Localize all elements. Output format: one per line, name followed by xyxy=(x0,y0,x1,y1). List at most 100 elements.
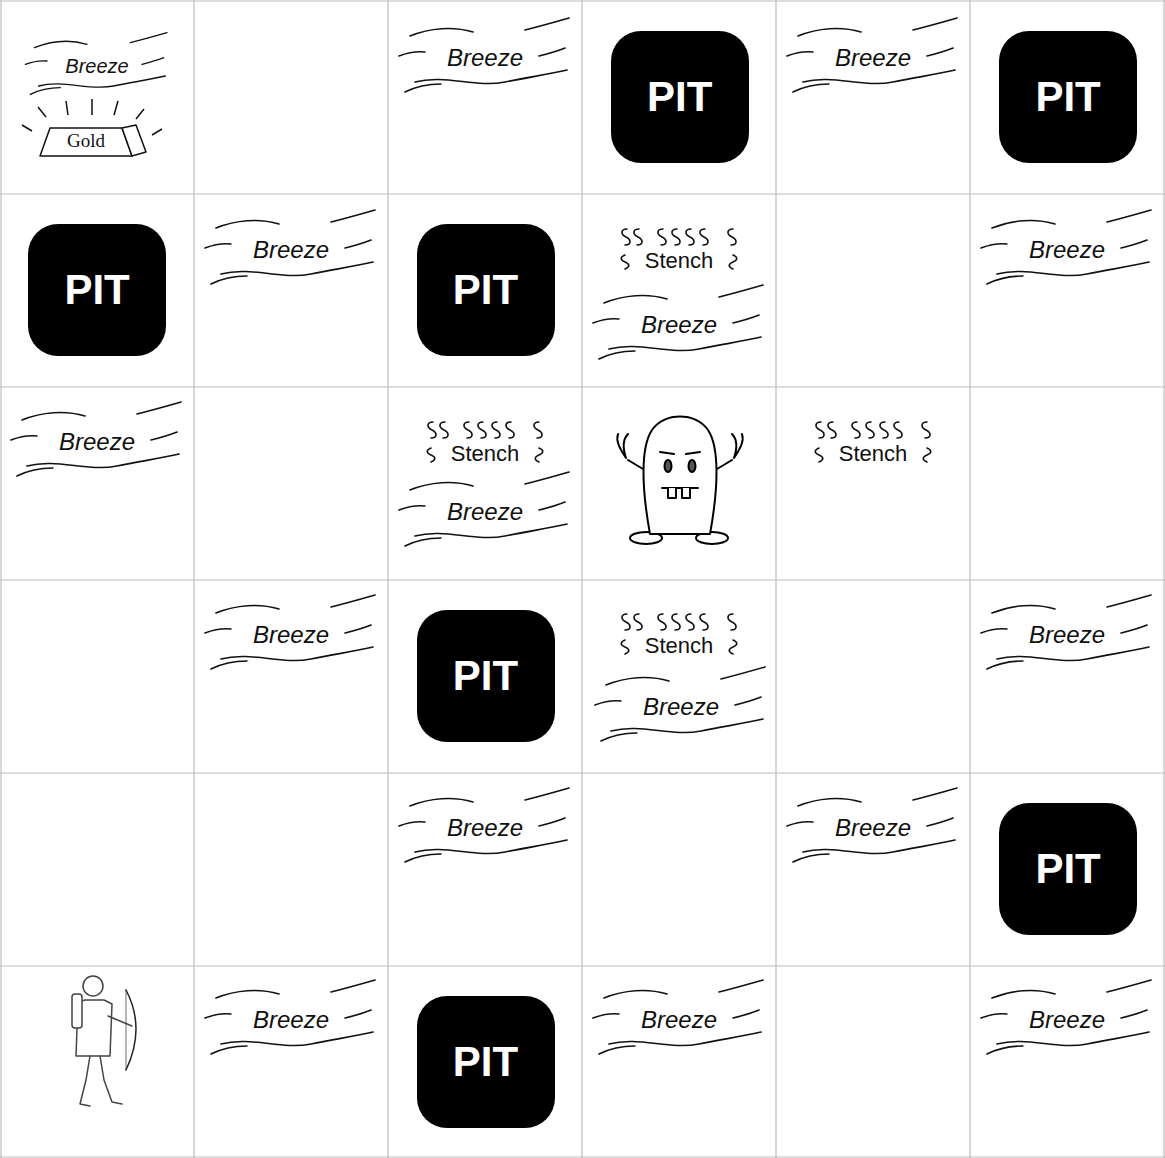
wave-line xyxy=(345,625,371,633)
pit-box: PIT xyxy=(999,803,1137,935)
breeze-waves xyxy=(787,18,957,92)
squiggle xyxy=(658,229,666,245)
wave-line xyxy=(599,1046,635,1054)
wave-line xyxy=(539,818,565,826)
squiggle xyxy=(634,614,642,630)
pit-box: PIT xyxy=(611,31,749,163)
squiggle xyxy=(922,422,930,438)
squiggle xyxy=(729,255,737,269)
wave-line xyxy=(405,538,441,546)
wave-line xyxy=(609,337,761,351)
wave-line xyxy=(997,647,1149,661)
wave-line xyxy=(987,1046,1023,1054)
squiggle xyxy=(816,422,824,438)
breeze-waves xyxy=(981,595,1151,669)
wave-line xyxy=(987,276,1023,284)
breeze-waves xyxy=(205,210,375,284)
wave-line xyxy=(793,854,829,862)
squiggle xyxy=(622,614,630,630)
wave-line xyxy=(142,58,164,65)
pit-label: PIT xyxy=(1035,848,1100,890)
squiggle xyxy=(815,448,823,462)
breeze-label: Breeze xyxy=(835,814,911,842)
breeze-waves xyxy=(981,980,1151,1054)
wave-line xyxy=(1107,210,1151,222)
pit-label: PIT xyxy=(647,76,712,118)
stench-label: Stench xyxy=(645,248,714,273)
squiggle xyxy=(535,448,543,462)
breeze-label: Breeze xyxy=(65,55,128,78)
squiggle xyxy=(728,229,736,245)
wave-line xyxy=(992,990,1055,997)
gold-label: Gold xyxy=(67,130,105,152)
wave-line xyxy=(927,48,953,56)
wave-line xyxy=(987,661,1023,669)
percept-decorations xyxy=(11,18,1151,1054)
wave-line xyxy=(609,1032,761,1046)
pit-label: PIT xyxy=(453,1041,518,1083)
pit-box: PIT xyxy=(417,224,555,356)
wave-line xyxy=(345,1010,371,1018)
wave-line xyxy=(399,52,425,56)
breeze-label: Breeze xyxy=(59,428,135,456)
shine-ray xyxy=(38,107,46,117)
wave-line xyxy=(611,719,763,733)
shine-ray xyxy=(114,101,118,115)
squiggle xyxy=(686,229,694,245)
wave-line xyxy=(211,276,247,284)
pit-box: PIT xyxy=(999,31,1137,163)
wave-line xyxy=(981,1014,1007,1018)
pit-label: PIT xyxy=(453,269,518,311)
wave-line xyxy=(410,482,473,489)
wave-line xyxy=(981,244,1007,248)
breeze-label: Breeze xyxy=(641,1006,717,1034)
breeze-label: Breeze xyxy=(253,621,329,649)
wave-line xyxy=(331,595,375,607)
squiggle xyxy=(700,614,708,630)
squiggle xyxy=(622,229,630,245)
squiggle xyxy=(686,614,694,630)
squiggle xyxy=(506,422,514,438)
wave-line xyxy=(415,524,567,538)
wave-line xyxy=(30,88,60,95)
squiggle xyxy=(428,422,436,438)
wave-line xyxy=(719,285,763,297)
breeze-waves xyxy=(399,18,569,92)
breeze-label: Breeze xyxy=(447,814,523,842)
breeze-label: Breeze xyxy=(835,44,911,72)
wave-line xyxy=(913,788,957,800)
wave-line xyxy=(34,41,87,47)
squiggle xyxy=(728,614,736,630)
wave-line xyxy=(593,1014,619,1018)
wave-line xyxy=(525,18,569,30)
squiggle xyxy=(478,422,486,438)
breeze-label: Breeze xyxy=(1029,236,1105,264)
wave-line xyxy=(593,319,619,323)
shine-ray xyxy=(91,99,93,115)
breeze-label: Breeze xyxy=(1029,621,1105,649)
squiggle xyxy=(880,422,888,438)
wave-line xyxy=(606,677,669,684)
wave-line xyxy=(410,28,473,35)
breeze-label: Breeze xyxy=(1029,1006,1105,1034)
breeze-label: Breeze xyxy=(641,311,717,339)
wave-line xyxy=(595,701,621,705)
wave-line xyxy=(345,240,371,248)
squiggle xyxy=(729,640,737,654)
agent-figure xyxy=(72,976,136,1106)
wave-line xyxy=(992,605,1055,612)
breeze-label: Breeze xyxy=(447,44,523,72)
wave-line xyxy=(997,262,1149,276)
stench-label: Stench xyxy=(839,441,908,466)
squiggle xyxy=(658,614,666,630)
wave-line xyxy=(803,70,955,84)
wave-line xyxy=(415,70,567,84)
wave-line xyxy=(405,84,441,92)
pit-box: PIT xyxy=(28,224,166,356)
gold-bar xyxy=(22,99,162,156)
wave-line xyxy=(221,647,373,661)
wave-line xyxy=(130,33,167,43)
wave-line xyxy=(216,605,279,612)
wave-line xyxy=(1107,980,1151,992)
